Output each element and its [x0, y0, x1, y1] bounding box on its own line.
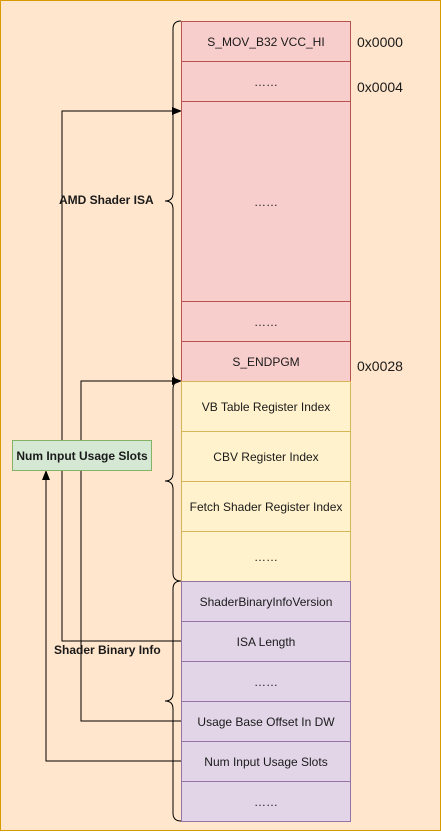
isa-cell-endpgm: S_ENDPGM — [181, 341, 351, 382]
isa-cell-ellipsis-3: …… — [181, 301, 351, 342]
register-cell-cbv: CBV Register Index — [181, 431, 351, 482]
isa-cell-mov: S_MOV_B32 VCC_HI — [181, 21, 351, 62]
num-input-usage-slots-box: Num Input Usage Slots — [12, 440, 152, 471]
isa-group-label: AMD Shader ISA — [59, 193, 154, 207]
address-label-0004: 0x0004 — [357, 79, 403, 95]
address-label-0000: 0x0000 — [357, 34, 403, 50]
address-label-0028: 0x0028 — [357, 358, 403, 374]
info-cell-version: ShaderBinaryInfoVersion — [181, 581, 351, 622]
info-cell-ellipsis-2: …… — [181, 781, 351, 822]
info-cell-num-slots: Num Input Usage Slots — [181, 741, 351, 782]
binary-info-brace — [164, 580, 182, 822]
slots-arrow — [42, 470, 181, 762]
binary-info-group-label: Shader Binary Info — [54, 643, 161, 657]
isa-cell-ellipsis-1: …… — [181, 61, 351, 102]
info-cell-isa-length: ISA Length — [181, 621, 351, 662]
register-cell-ellipsis: …… — [181, 531, 351, 582]
info-cell-usage-offset: Usage Base Offset In DW — [181, 701, 351, 742]
usage-offset-arrow — [80, 377, 182, 722]
register-cell-fetch-shader: Fetch Shader Register Index — [181, 481, 351, 532]
register-brace — [164, 380, 182, 582]
isa-brace — [164, 20, 182, 382]
register-cell-vb-table: VB Table Register Index — [181, 381, 351, 432]
info-cell-ellipsis-1: …… — [181, 661, 351, 702]
isa-cell-ellipsis-2: …… — [181, 101, 351, 302]
isa-length-arrow — [61, 107, 182, 642]
